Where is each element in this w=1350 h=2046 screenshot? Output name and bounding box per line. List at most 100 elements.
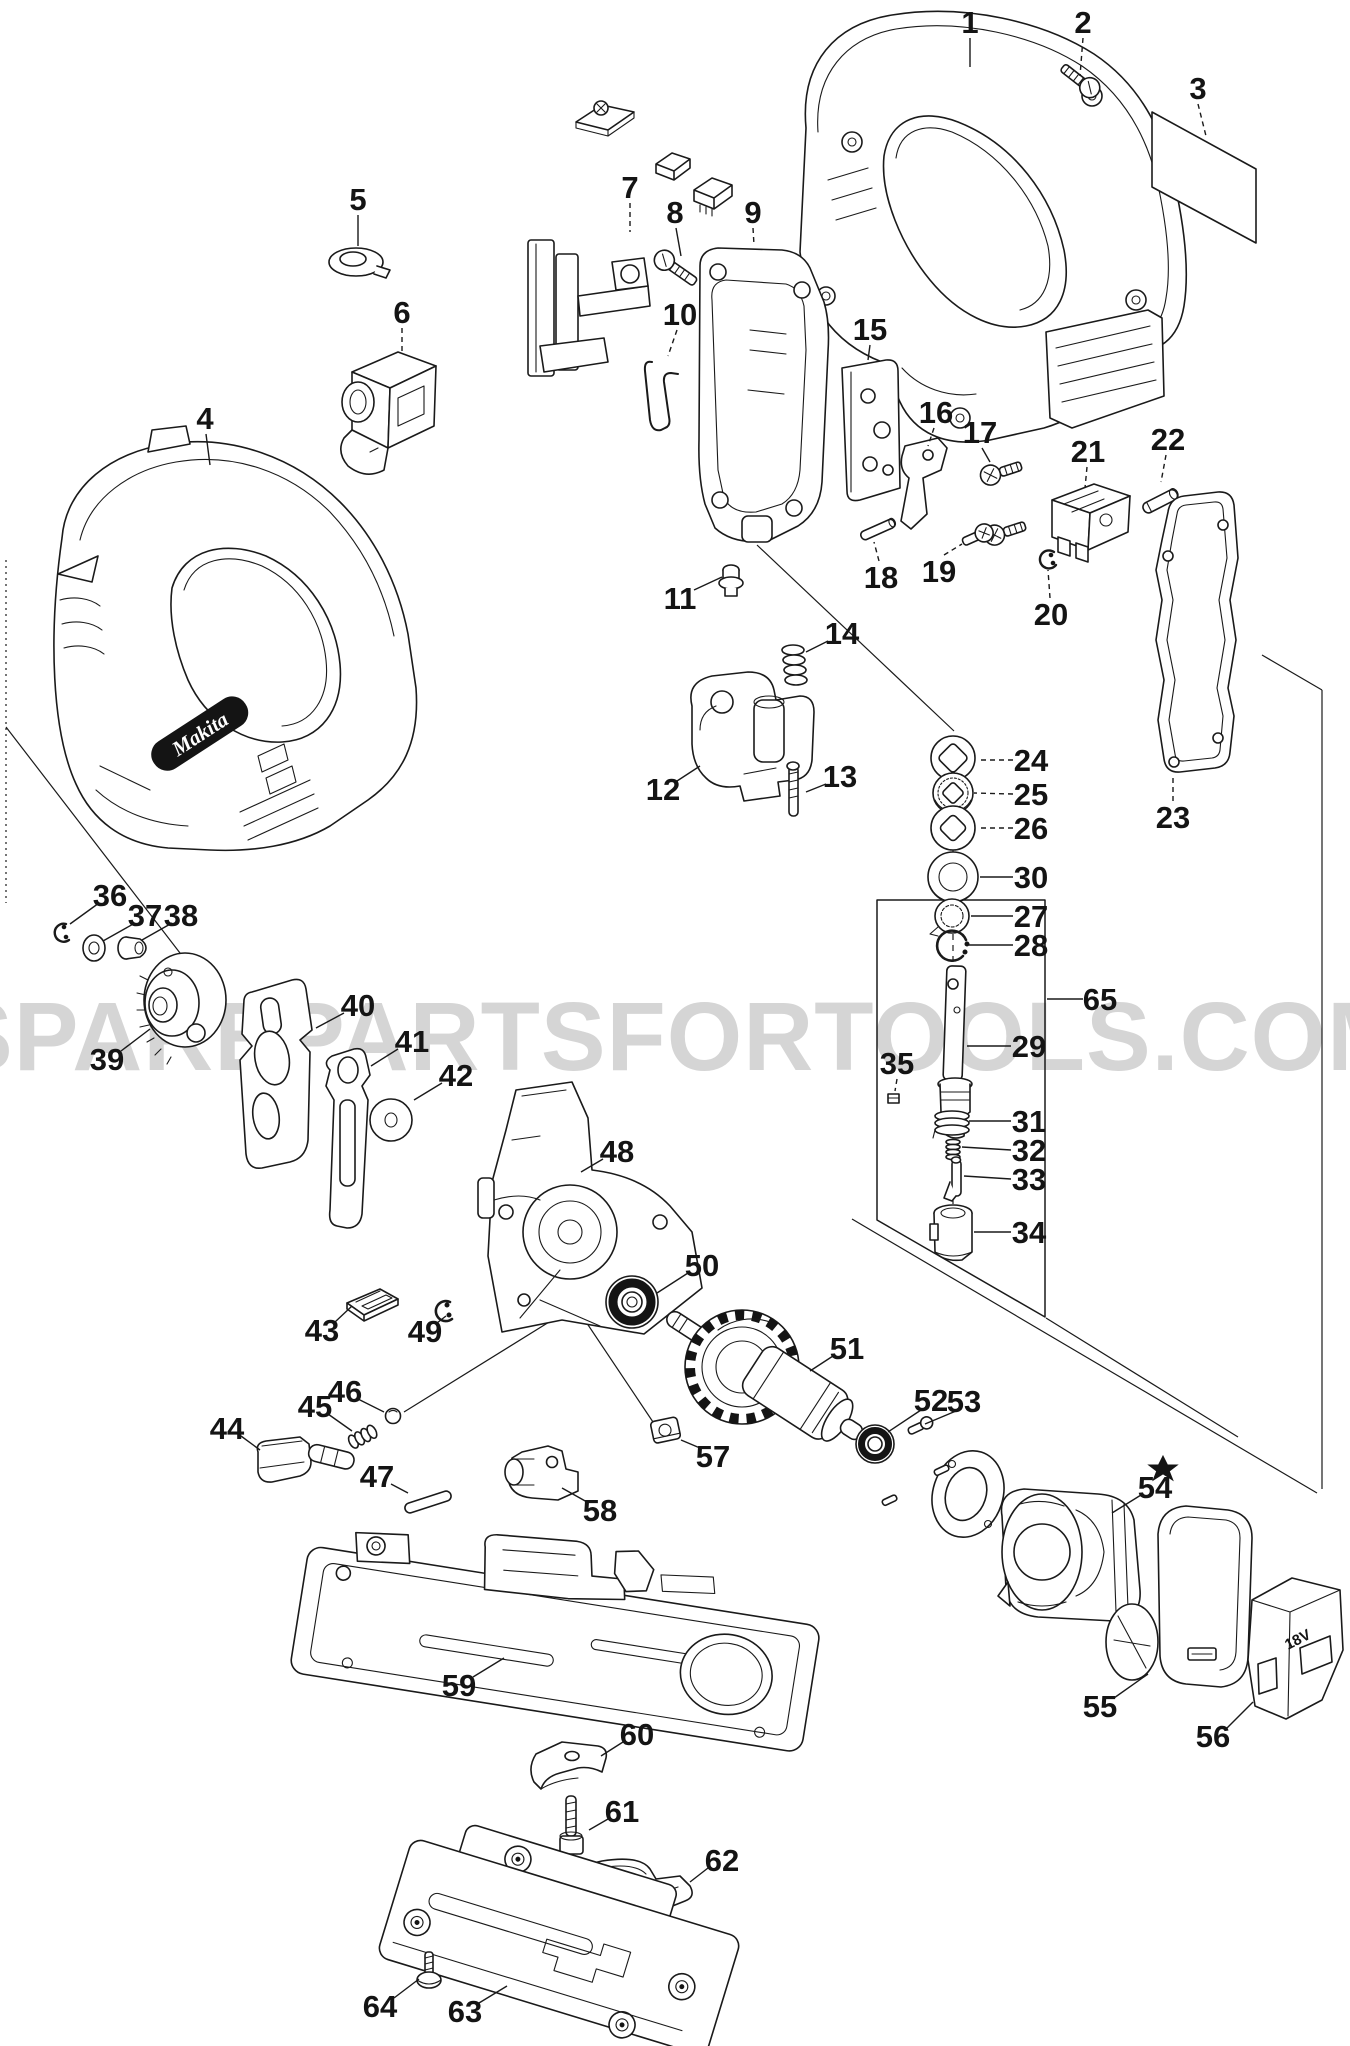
part-7-bracket xyxy=(527,239,651,377)
part-6-switch xyxy=(340,351,437,475)
part-label-41: 41 xyxy=(395,1024,429,1059)
connector-terminals xyxy=(655,152,733,217)
part-label-30: 30 xyxy=(1014,860,1048,895)
leader-part-55 xyxy=(1113,1673,1149,1699)
leader-part-43 xyxy=(334,1305,353,1323)
part-4-housing-left: Makita xyxy=(53,425,418,852)
leader-part-44 xyxy=(240,1435,261,1451)
leader-part-53 xyxy=(924,1410,957,1425)
part-label-56: 56 xyxy=(1196,1719,1230,1754)
part-25-bearing-ring xyxy=(932,772,974,814)
part-40-plate xyxy=(239,978,313,1170)
part-label-28: 28 xyxy=(1014,928,1048,963)
leader-part-57 xyxy=(680,1439,701,1449)
part-label-27: 27 xyxy=(1014,899,1048,934)
part-27-retainer xyxy=(929,898,970,937)
part-50-bearing xyxy=(605,1275,659,1329)
leader-part-14 xyxy=(805,640,829,653)
part-31-spring-washer xyxy=(932,1110,970,1139)
leader-part-51 xyxy=(809,1355,834,1372)
part-53-screw xyxy=(907,1416,934,1435)
leader-part-35 xyxy=(894,1078,898,1092)
part-label-37: 37 xyxy=(128,898,162,933)
part-9-motor-housing xyxy=(698,247,830,543)
part-42-washer xyxy=(369,1098,413,1142)
part-28-c-ring xyxy=(935,929,970,962)
part-label-24: 24 xyxy=(1014,743,1049,778)
construction-line xyxy=(756,544,955,732)
construction-line xyxy=(851,1218,1318,1494)
part-24-washer xyxy=(930,735,976,781)
leader-part-39 xyxy=(120,1028,151,1052)
part-label-62: 62 xyxy=(705,1843,739,1878)
part-49-e-ring xyxy=(434,1299,454,1323)
part-1-housing-right xyxy=(799,10,1188,443)
part-5-grommet xyxy=(328,247,391,279)
part-label-63: 63 xyxy=(448,1994,482,2029)
part-label-18: 18 xyxy=(864,560,898,595)
leader-part-47 xyxy=(390,1483,409,1494)
part-63-cover-plate xyxy=(378,1824,740,2046)
construction-line xyxy=(1261,654,1323,691)
part-label-47: 47 xyxy=(360,1459,394,1494)
part-label-22: 22 xyxy=(1151,422,1185,457)
part-label-33: 33 xyxy=(1012,1162,1046,1197)
part-37-washer xyxy=(82,934,106,962)
part-label-53: 53 xyxy=(947,1384,981,1419)
part-3-nameplate xyxy=(1151,111,1257,244)
part-label-61: 61 xyxy=(605,1794,639,1829)
part-label-7: 7 xyxy=(621,170,638,205)
leader-part-10 xyxy=(667,329,678,357)
part-label-65: 65 xyxy=(1083,982,1117,1017)
leader-lines xyxy=(69,37,1254,2004)
leader-part-4 xyxy=(205,433,211,466)
part-label-64: 64 xyxy=(363,1989,398,2024)
part-label-4: 4 xyxy=(196,401,214,436)
part-label-11: 11 xyxy=(664,581,697,616)
part-label-1: 1 xyxy=(961,5,978,40)
part-label-57: 57 xyxy=(696,1439,730,1474)
part-label-3: 3 xyxy=(1189,71,1206,106)
leader-part-12 xyxy=(676,765,701,782)
part-57-nut xyxy=(649,1416,682,1444)
leader-part-63 xyxy=(478,1985,508,2004)
part-52-bearing xyxy=(855,1424,895,1464)
leader-part-41 xyxy=(370,1048,399,1067)
motor-endbell xyxy=(1105,1603,1159,1681)
part-label-23: 23 xyxy=(1156,800,1190,835)
part-34-sleeve-cup xyxy=(929,1204,973,1262)
part-44-lock-shaft xyxy=(256,1436,355,1483)
part-33-pin xyxy=(943,1156,962,1202)
part-35-key xyxy=(887,1093,900,1104)
leader-part-46 xyxy=(357,1398,385,1413)
part-45-spring xyxy=(347,1424,378,1449)
part-label-20: 20 xyxy=(1034,597,1068,632)
leader-part-54 xyxy=(1111,1494,1142,1514)
leader-part-2 xyxy=(1079,37,1084,77)
leader-part-58 xyxy=(561,1487,588,1503)
subassembly-65-box xyxy=(876,899,1046,1318)
part-64-screw xyxy=(416,1951,442,1989)
part-43-slide-plate xyxy=(346,1288,399,1322)
leader-part-9 xyxy=(752,227,755,246)
part-label-48: 48 xyxy=(600,1134,634,1169)
part-51-armature xyxy=(666,1309,864,1442)
part-label-9: 9 xyxy=(744,195,761,230)
part-10-wire xyxy=(643,360,679,432)
part-label-31: 31 xyxy=(1012,1104,1046,1139)
fan-baffle-plate xyxy=(881,1449,1005,1539)
part-58-roller-holder xyxy=(504,1445,579,1501)
part-8-screw xyxy=(653,249,698,286)
part-label-51: 51 xyxy=(830,1331,864,1366)
leader-part-19 xyxy=(943,543,963,556)
part-12-holder xyxy=(690,671,815,802)
part-19-screw xyxy=(961,523,994,546)
part-label-29: 29 xyxy=(1012,1029,1046,1064)
part-label-12: 12 xyxy=(646,772,680,807)
construction-line xyxy=(5,726,191,967)
leader-part-37 xyxy=(102,922,136,942)
part-14-spring xyxy=(781,644,808,686)
leader-part-36 xyxy=(69,902,100,925)
construction-line xyxy=(1045,1317,1239,1438)
